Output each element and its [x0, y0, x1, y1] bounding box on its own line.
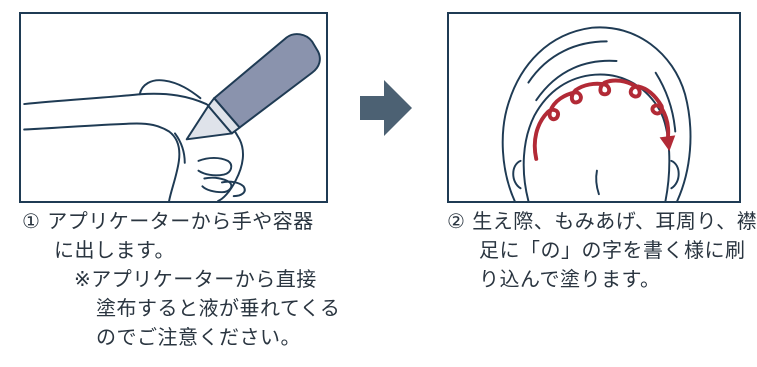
step-2-caption: ② 生え際、もみあげ、耳周り、襟 足に「の」の字を書く様に刷 り込んで塗ります。 — [447, 207, 757, 294]
step-2-illustration — [447, 12, 741, 203]
step-1-note-line-1: ※アプリケーターから直接 — [74, 267, 317, 291]
step-1-note-line-2: 塗布すると液が垂れてくる — [96, 296, 341, 320]
step-1-line-1: ① アプリケーターから手や容器 — [22, 209, 314, 233]
head-spiral-application-icon — [501, 26, 692, 202]
step-2-line-1: ② 生え際、もみあげ、耳周り、襟 — [447, 209, 757, 233]
step-1-line-2: に出します。 — [54, 238, 175, 262]
step-1-illustration — [19, 12, 328, 203]
step-2-line-2: 足に「の」の字を書く様に刷 — [479, 238, 746, 262]
applicator-bottle-hand-icon — [23, 33, 321, 202]
right-arrow-icon — [360, 80, 412, 136]
step-1-note-line-3: のでご注意ください。 — [96, 325, 301, 349]
step-2-line-3: り込んで塗ります。 — [479, 267, 661, 291]
step-1-caption: ① アプリケーターから手や容器 に出します。 ※アプリケーターから直接 塗布する… — [22, 207, 340, 352]
